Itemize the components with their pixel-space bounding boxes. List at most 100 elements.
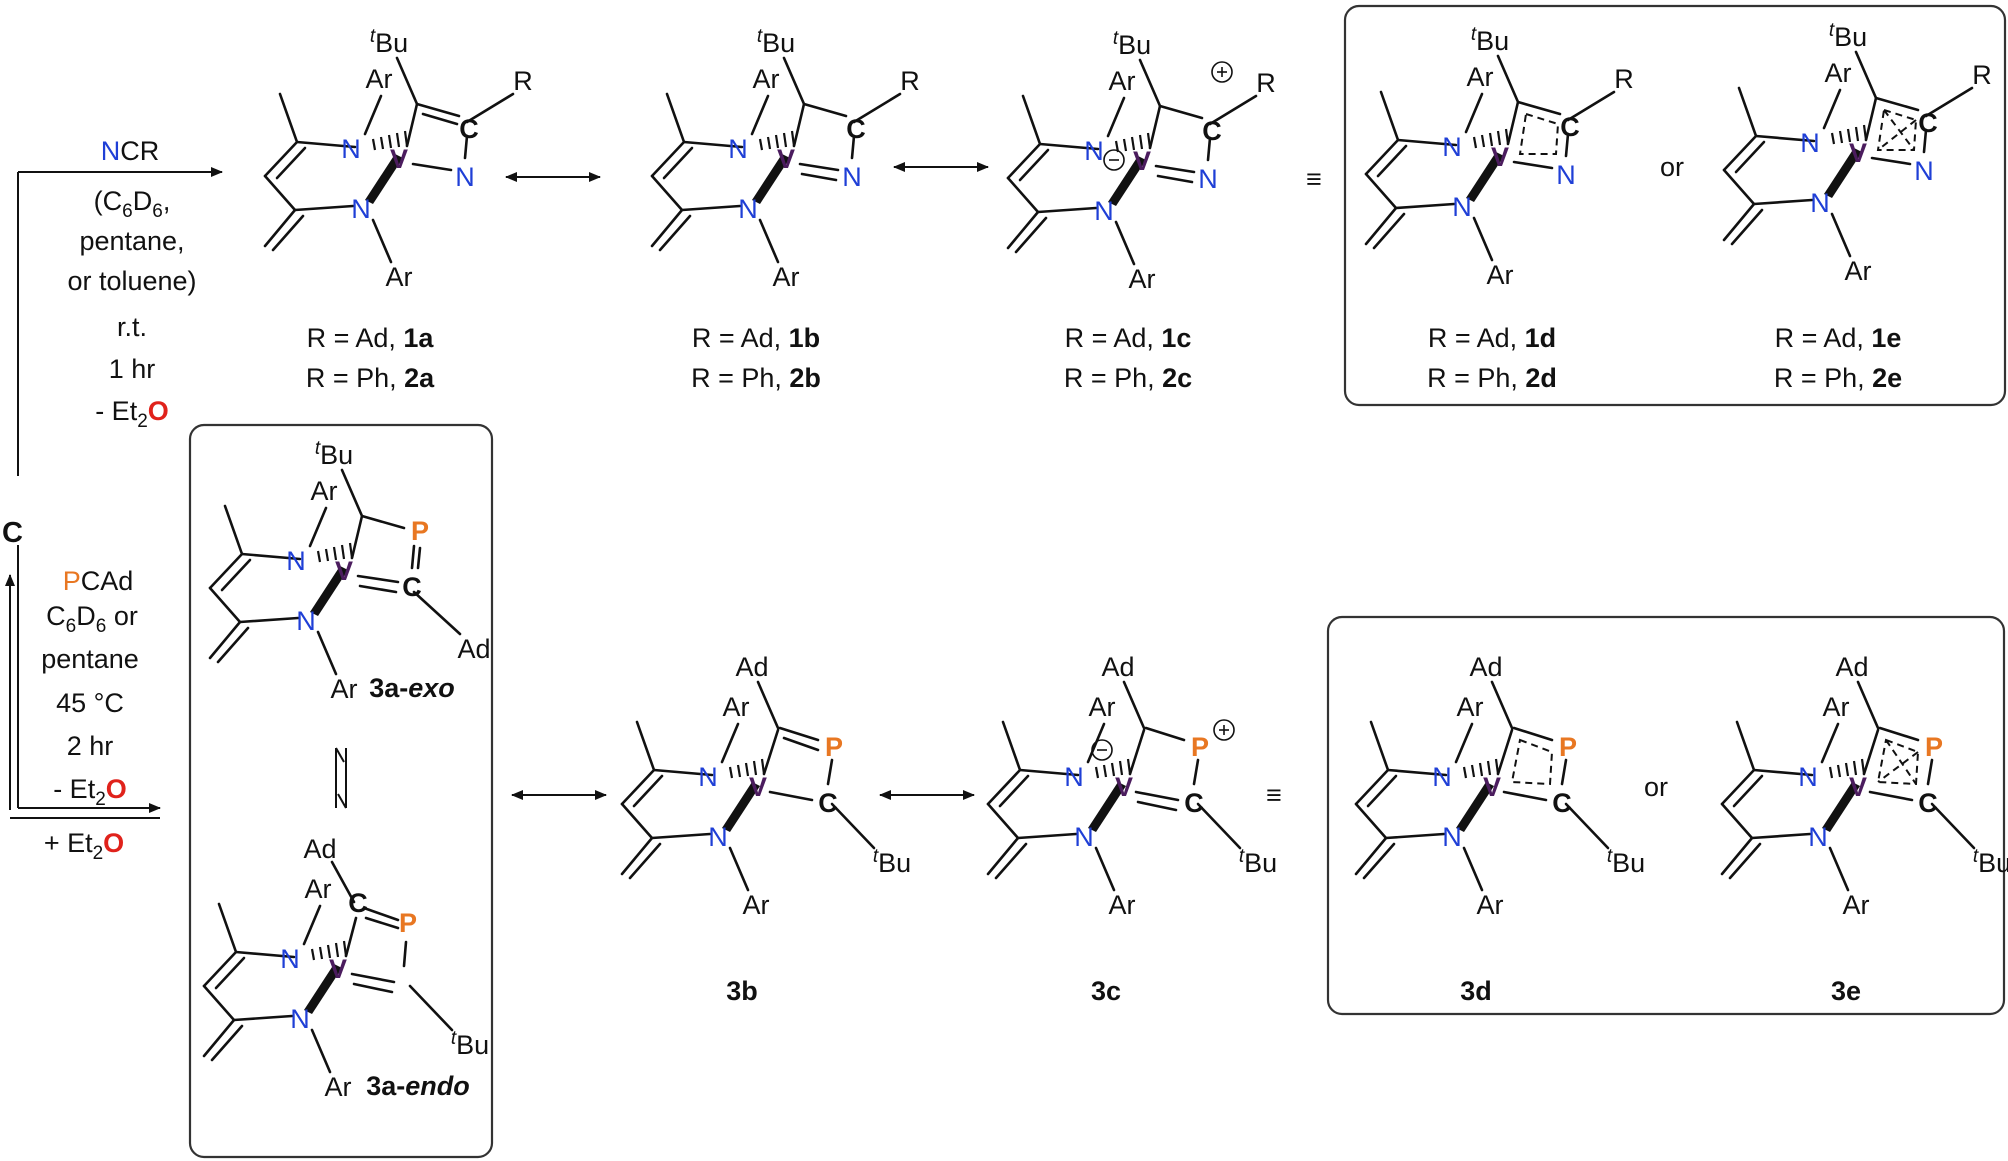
vanadium-label: V xyxy=(1849,138,1867,168)
tbu-label: tBu xyxy=(1471,24,1509,56)
ring-carbon-label: C xyxy=(459,114,479,144)
label-3d: 3d xyxy=(1460,976,1492,1006)
ligand-n2-label: N xyxy=(1442,822,1462,852)
equiv-symbol-top: ≡ xyxy=(1306,164,1322,194)
tbu-label: tBu xyxy=(757,26,795,58)
ligand-n2-label: N xyxy=(708,822,728,852)
aryl-top-label: Ar xyxy=(753,64,780,94)
ligand-n1-label: N xyxy=(698,762,718,792)
start-complex-label: C xyxy=(2,517,23,549)
caption-2b: R = Ph, 2b xyxy=(691,363,821,393)
adamantyl-label: Ad xyxy=(1469,652,1502,682)
aryl-top-label: Ar xyxy=(1089,692,1116,722)
ring-carbon-label: C xyxy=(1918,108,1938,138)
adamantyl-label: Ad xyxy=(1101,652,1134,682)
aryl-top-label: Ar xyxy=(1825,58,1852,88)
ring-carbon-label: C xyxy=(818,788,838,818)
ligand-n2-label: N xyxy=(738,194,758,224)
aryl-top-label: Ar xyxy=(311,476,338,506)
r-label: R xyxy=(1614,64,1634,94)
aryl-bottom-label: Ar xyxy=(1477,890,1504,920)
ligand-n1-label: N xyxy=(1800,128,1820,158)
tbu-label: tBu xyxy=(1607,846,1645,878)
label-3c: 3c xyxy=(1091,976,1121,1006)
top-reagent-atom: N xyxy=(101,136,121,166)
vanadium-label: V xyxy=(1483,772,1501,802)
ring-nitrogen-label: N xyxy=(1914,156,1934,186)
label-3a-exo: 3a-exo xyxy=(369,673,455,703)
top-reagent-rest: CR xyxy=(120,136,159,166)
equiv-symbol-bottom: ≡ xyxy=(1266,780,1282,810)
phosphorus-label: P xyxy=(1925,732,1943,762)
ligand-n1-label: N xyxy=(728,134,748,164)
label-3b: 3b xyxy=(726,976,758,1006)
vanadium-label: V xyxy=(1849,772,1867,802)
phosphorus-label: P xyxy=(1191,732,1209,762)
tbu-label: tBu xyxy=(1973,846,2008,878)
r-label: R xyxy=(900,66,920,96)
ring-nitrogen-label: N xyxy=(455,162,475,192)
compound-labels: 3a-exo 3a-endo 3b 3c 3d 3e xyxy=(366,673,1861,1101)
plus-charge xyxy=(1211,61,1233,83)
vanadium-label: V xyxy=(335,556,353,586)
label-3e: 3e xyxy=(1831,976,1861,1006)
bottom-conditions: PCAd C6D6 or pentane 45 °C 2 hr - Et2O +… xyxy=(41,566,139,864)
aryl-bottom-label: Ar xyxy=(743,890,770,920)
box-3a xyxy=(188,423,494,1159)
aryl-top-label: Ar xyxy=(1457,692,1484,722)
r-label: R xyxy=(1972,60,1992,90)
ligand-n2-label: N xyxy=(290,1004,310,1034)
aryl-top-label: Ar xyxy=(1823,692,1850,722)
ligand-n1-label: N xyxy=(280,944,300,974)
bottom-reagent: PCAd xyxy=(63,566,134,596)
phosphorus-label: P xyxy=(825,732,843,762)
ring-nitrogen-label: N xyxy=(1556,160,1576,190)
minus-charge xyxy=(1091,739,1113,761)
ring-carbon-label: C xyxy=(846,114,866,144)
vanadium-label: V xyxy=(1491,142,1509,172)
ring-carbon-label: C xyxy=(1560,112,1580,142)
r-label: R xyxy=(1256,68,1276,98)
ligand-n2-label: N xyxy=(1074,822,1094,852)
vanadium-label: V xyxy=(777,144,795,174)
phosphorus-label: P xyxy=(399,908,417,938)
ligand-n2-label: N xyxy=(1094,196,1114,226)
tbu-label: tBu xyxy=(451,1028,489,1060)
bottom-solvent-line2: pentane xyxy=(41,644,139,674)
ligand-n1-label: N xyxy=(1064,762,1084,792)
or-top: or xyxy=(1660,152,1684,182)
ligand-n2-label: N xyxy=(1808,822,1828,852)
ligand-n2-label: N xyxy=(351,194,371,224)
top-temperature: r.t. xyxy=(117,312,147,342)
caption-1d: R = Ad, 1d xyxy=(1428,323,1556,353)
caption-2c: R = Ph, 2c xyxy=(1064,363,1192,393)
ring-nitrogen-label: N xyxy=(1198,164,1218,194)
vanadium-label: V xyxy=(390,144,408,174)
or-bottom: or xyxy=(1644,772,1668,802)
equilibrium-arrows xyxy=(335,747,347,809)
bottom-solvent-line1: C6D6 or xyxy=(46,601,138,637)
captions: R = Ad, 1a R = Ph, 2a R = Ad, 1b R = Ph,… xyxy=(306,323,1902,393)
top-time: 1 hr xyxy=(109,354,156,384)
aryl-top-label: Ar xyxy=(1109,66,1136,96)
ligand-n2-label: N xyxy=(1810,188,1830,218)
aryl-top-label: Ar xyxy=(723,692,750,722)
tbu-label: tBu xyxy=(315,438,353,470)
ring-carbon-label: C xyxy=(402,572,422,602)
ligand-n1-label: N xyxy=(1798,762,1818,792)
aryl-bottom-label: Ar xyxy=(1843,890,1870,920)
adamantyl-label: Ad xyxy=(1835,652,1868,682)
tbu-label: tBu xyxy=(370,26,408,58)
ligand-n1-label: N xyxy=(1084,136,1104,166)
aryl-bottom-label: Ar xyxy=(773,262,800,292)
ring-carbon-label: C xyxy=(1552,788,1572,818)
